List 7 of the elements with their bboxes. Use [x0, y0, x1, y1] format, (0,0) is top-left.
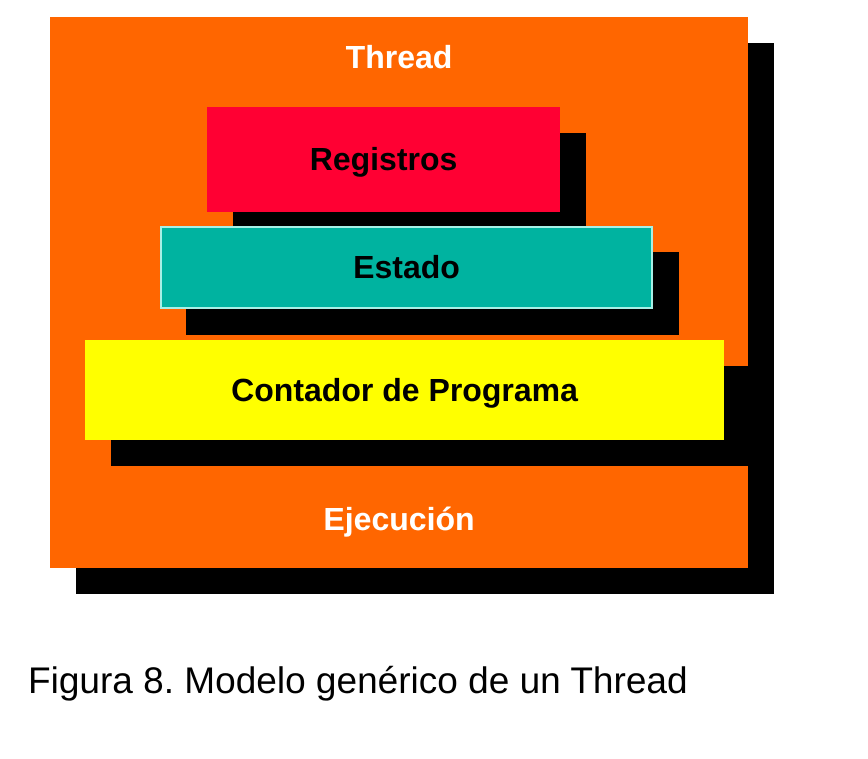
layer-box: Estado — [160, 226, 653, 309]
layer-box: Registros — [207, 107, 560, 212]
thread-panel — [50, 17, 748, 568]
figure-caption: Figura 8. Modelo genérico de un Thread — [28, 660, 688, 702]
panel-footer: Ejecución — [323, 501, 475, 538]
panel-heading: Thread — [346, 39, 452, 76]
layer-box: Contador de Programa — [85, 340, 724, 440]
